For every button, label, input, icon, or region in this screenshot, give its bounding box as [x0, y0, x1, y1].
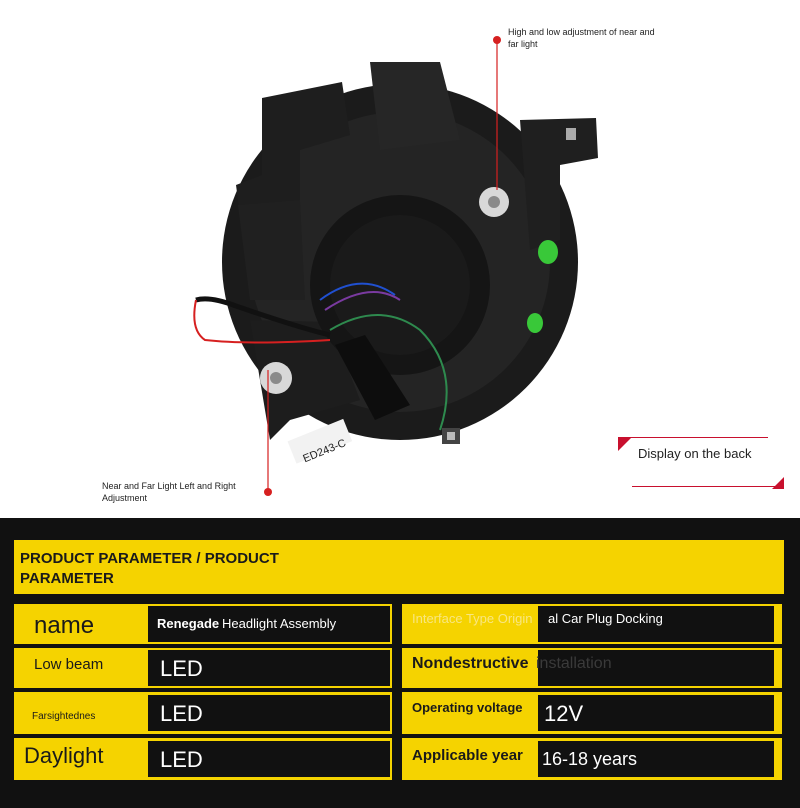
param-value-installation: installation [536, 655, 612, 672]
param-label-year: Applicable year [412, 747, 523, 764]
param-label-installation: Nondestructive [412, 655, 529, 672]
param-row-name: name Renegade Headlight Assembly [14, 604, 392, 644]
param-row-voltage: Operating voltage 12V [402, 692, 782, 734]
param-value-name: Headlight Assembly [222, 616, 337, 631]
display-on-back-text: Display on the back [638, 446, 752, 461]
panel-title: PRODUCT PARAMETER / PRODUCT PARAMETER [20, 550, 279, 587]
param-value-farsightedness: LED [160, 701, 203, 726]
param-value-daylight: LED [160, 747, 203, 772]
param-value-year: 16-18 years [542, 749, 638, 769]
param-value-low-beam: LED [160, 656, 203, 681]
param-row-installation: Nondestructive installation [402, 648, 782, 688]
param-value-voltage: 12V [544, 701, 584, 726]
product-photo: ED243-C High and low adjustment of near … [102, 27, 784, 503]
display-on-back-label: Display on the back [618, 437, 784, 489]
param-row-interface: Interface Type Origin al Car Plug Dockin… [402, 604, 782, 644]
param-label-name: name [34, 612, 95, 639]
param-label-daylight: Daylight [24, 743, 104, 768]
callout-horizontal-adjust: Near and Far Light Left and Right Adjust… [102, 481, 236, 503]
param-label-low-beam: Low beam [34, 656, 104, 673]
param-row-daylight: Daylight LED [14, 738, 392, 780]
headlight-back-image: ED243-C [193, 36, 598, 496]
panel-header: PRODUCT PARAMETER / PRODUCT PARAMETER [14, 540, 784, 594]
param-value-brand: Renegade [157, 616, 220, 631]
param-row-year: Applicable year 16-18 years [402, 738, 782, 780]
param-label-interface-faded: Interface Type Origin [412, 611, 533, 626]
callout-vertical-adjust: High and low adjustment of near and far … [508, 27, 655, 49]
param-row-low-beam: Low beam LED [14, 648, 392, 688]
param-label-voltage: Operating voltage [412, 700, 523, 715]
param-label-interface-rest: al Car Plug Docking [548, 611, 663, 626]
param-label-farsightedness: Farsightednes [32, 711, 96, 722]
param-row-farsightedness: Farsightednes LED [14, 692, 392, 734]
